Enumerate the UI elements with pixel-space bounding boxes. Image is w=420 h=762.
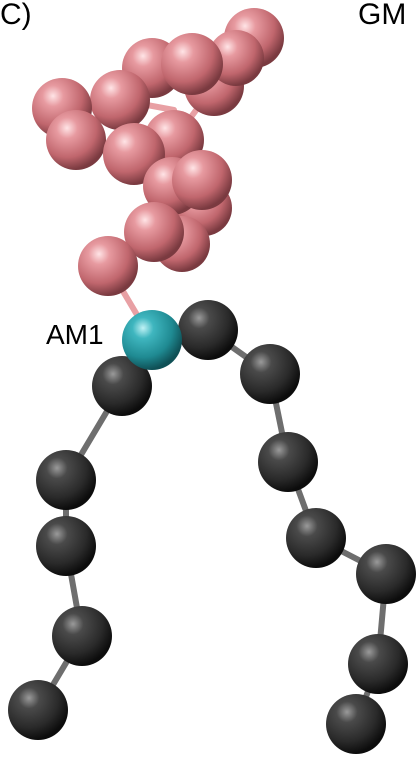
- headgroup-beads: [32, 8, 284, 296]
- headgroup-bead: [161, 33, 223, 95]
- linker-bead-am1: [122, 310, 182, 370]
- tail-bead: [92, 356, 152, 416]
- atom-label-am1: AM1: [46, 319, 104, 350]
- headgroup-bead: [124, 202, 184, 262]
- tail-bead: [36, 450, 96, 510]
- tail-bead: [178, 300, 238, 360]
- tail-bead: [258, 432, 318, 492]
- tail-bead: [36, 516, 96, 576]
- tail-bead: [52, 606, 112, 666]
- tail-bead: [240, 344, 300, 404]
- headgroup-bead: [46, 110, 106, 170]
- tail-bead: [286, 508, 346, 568]
- headgroup-bead: [172, 150, 232, 210]
- headgroup-bead: [78, 236, 138, 296]
- panel-label: C): [0, 0, 32, 31]
- tail-bead: [8, 680, 68, 740]
- headgroup-bead: [90, 70, 150, 130]
- headgroup-bead: [208, 30, 264, 86]
- corner-label: GM: [358, 0, 407, 31]
- tail-bead: [348, 634, 408, 694]
- tail-bead: [326, 694, 386, 754]
- tail-beads: [8, 300, 416, 754]
- tail-bead: [356, 544, 416, 604]
